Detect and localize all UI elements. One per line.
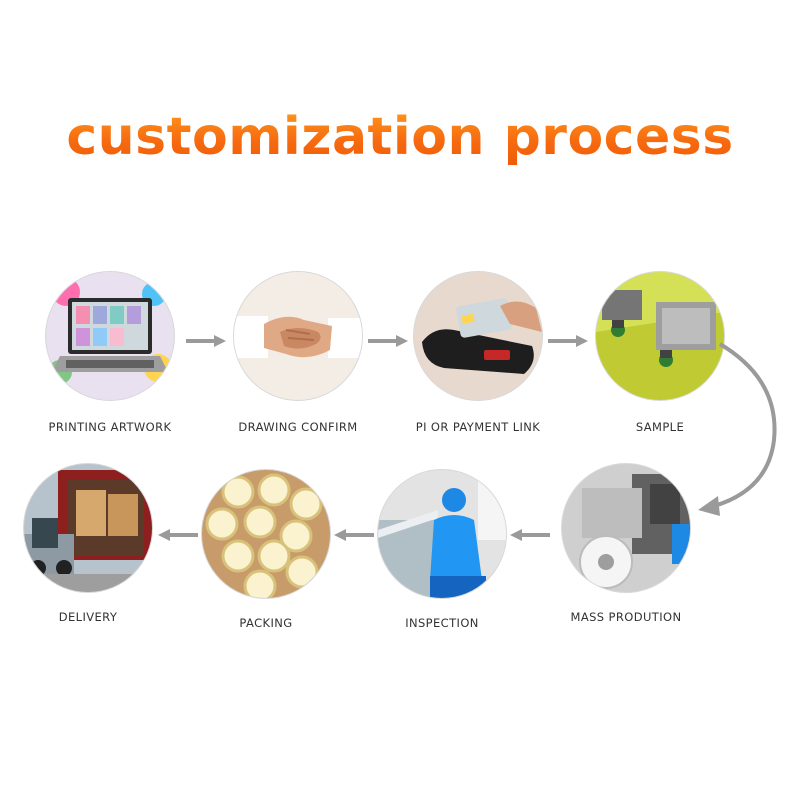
- step-mass-production: MASS PRODUTION: [546, 464, 706, 664]
- step-label: SAMPLE: [635, 420, 685, 434]
- laptop-artwork-icon: [46, 272, 174, 400]
- printing-machine-icon: [562, 464, 690, 592]
- curved-arrow-icon: [690, 340, 790, 520]
- step-label: PACKING: [239, 616, 293, 630]
- step-drawing-confirm: DRAWING CONFIRM: [218, 272, 378, 472]
- inspection-worker-icon: [378, 470, 506, 598]
- arrow-right-icon: [368, 334, 408, 348]
- step-label: MASS PRODUTION: [570, 610, 682, 624]
- truck-loading-icon: [24, 464, 152, 592]
- step-label: PI OR PAYMENT LINK: [415, 420, 541, 434]
- arrow-left-icon: [510, 528, 550, 542]
- step-pi-or-payment-link: PI OR PAYMENT LINK: [398, 272, 558, 472]
- step-packing: PACKING: [186, 470, 346, 670]
- step-label: INSPECTION: [405, 616, 479, 630]
- step-label: PRINTING ARTWORK: [48, 420, 172, 434]
- page-title: customization process: [0, 107, 800, 168]
- handshake-icon: [234, 272, 362, 400]
- step-inspection: INSPECTION: [362, 470, 522, 670]
- arrow-right-icon: [548, 334, 588, 348]
- card-terminal-icon: [414, 272, 542, 400]
- arrow-left-icon: [334, 528, 374, 542]
- arrow-right-icon: [186, 334, 226, 348]
- step-label: DELIVERY: [58, 610, 118, 624]
- step-printing-artwork: PRINTING ARTWORK: [30, 272, 190, 472]
- sample-machine-icon: [596, 272, 724, 400]
- step-label: DRAWING CONFIRM: [238, 420, 358, 434]
- packed-rolls-icon: [202, 470, 330, 598]
- arrow-left-icon: [158, 528, 198, 542]
- step-delivery: DELIVERY: [8, 464, 168, 664]
- step-sample: SAMPLE: [580, 272, 740, 472]
